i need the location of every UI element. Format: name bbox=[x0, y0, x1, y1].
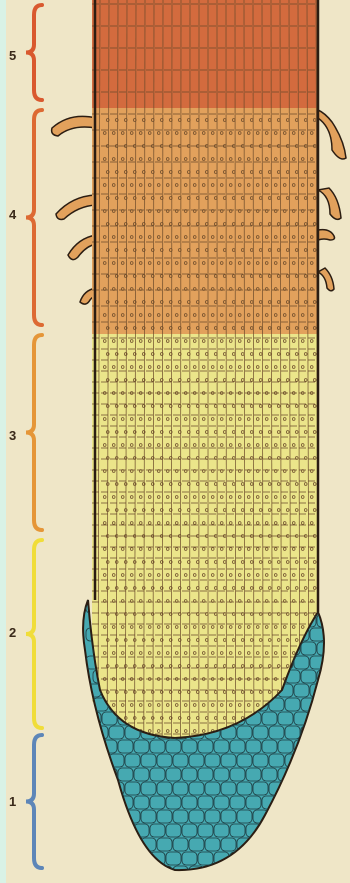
cap-cell bbox=[102, 824, 117, 837]
cap-cell bbox=[333, 754, 348, 767]
zone-brackets bbox=[26, 5, 42, 868]
cap-cell bbox=[118, 852, 133, 865]
cap-cell bbox=[333, 810, 348, 823]
cap-cell bbox=[269, 810, 284, 823]
zone-bracket bbox=[26, 735, 42, 868]
cap-cell bbox=[317, 838, 332, 851]
cap-cell bbox=[221, 866, 236, 879]
cap-cell bbox=[93, 810, 108, 823]
cap-cell bbox=[237, 866, 252, 879]
cap-cell bbox=[205, 866, 220, 879]
cap-cell bbox=[294, 824, 309, 837]
cap-cell bbox=[317, 726, 332, 739]
cap-cell bbox=[333, 698, 348, 711]
cap-cell bbox=[86, 824, 101, 837]
cap-cell bbox=[109, 866, 124, 879]
zone-label-3: 3 bbox=[9, 428, 16, 443]
cap-cell bbox=[310, 712, 325, 725]
cap-cell bbox=[125, 866, 140, 879]
zone-label-2: 2 bbox=[9, 625, 16, 640]
cap-cell bbox=[333, 782, 348, 795]
cap-cell bbox=[93, 782, 108, 795]
cap-cell bbox=[333, 670, 348, 683]
zone-bracket bbox=[26, 5, 42, 100]
cap-cell bbox=[326, 824, 341, 837]
cap-cell bbox=[333, 866, 348, 879]
cap-cell bbox=[109, 838, 124, 851]
cap-cell bbox=[301, 782, 316, 795]
zone-label-1: 1 bbox=[9, 794, 16, 809]
cap-cell bbox=[326, 768, 341, 781]
cap-cell bbox=[317, 698, 332, 711]
cap-cell bbox=[102, 796, 117, 809]
cap-cell bbox=[278, 824, 293, 837]
cap-cell bbox=[134, 852, 149, 865]
cap-cell bbox=[285, 866, 300, 879]
cap-cell bbox=[326, 712, 341, 725]
cap-cell bbox=[86, 740, 101, 753]
cap-cell bbox=[246, 852, 261, 865]
cap-cell bbox=[285, 838, 300, 851]
cap-cell bbox=[301, 838, 316, 851]
cap-cell bbox=[86, 796, 101, 809]
cap-cell bbox=[118, 824, 133, 837]
cap-cell bbox=[294, 796, 309, 809]
cap-cell bbox=[253, 838, 268, 851]
cap-cell bbox=[253, 866, 268, 879]
cap-cell bbox=[278, 796, 293, 809]
cap-cell bbox=[333, 726, 348, 739]
zone-bracket bbox=[26, 110, 42, 325]
cap-cell bbox=[278, 852, 293, 865]
cap-cell bbox=[285, 782, 300, 795]
cell-nucleus bbox=[310, 730, 313, 733]
cap-cell bbox=[326, 600, 341, 613]
cap-cell bbox=[317, 810, 332, 823]
cap-cell bbox=[333, 614, 348, 627]
cap-cell bbox=[93, 754, 108, 767]
root-body bbox=[90, 0, 325, 764]
cap-cell bbox=[285, 810, 300, 823]
cap-cell bbox=[326, 628, 341, 641]
cap-cell bbox=[333, 642, 348, 655]
cap-cell bbox=[93, 838, 108, 851]
cap-cell bbox=[86, 768, 101, 781]
zone-label-4: 4 bbox=[9, 207, 16, 222]
cap-cell bbox=[269, 866, 284, 879]
zone-label-5: 5 bbox=[9, 48, 16, 63]
cap-cell bbox=[301, 754, 316, 767]
zone-bracket bbox=[26, 540, 42, 728]
cap-cell bbox=[301, 866, 316, 879]
cap-cell bbox=[86, 852, 101, 865]
cap-cell bbox=[102, 852, 117, 865]
cap-cell bbox=[262, 824, 277, 837]
cap-cell bbox=[333, 838, 348, 851]
cap-cell bbox=[141, 866, 156, 879]
cap-cell bbox=[301, 810, 316, 823]
cap-cell bbox=[317, 754, 332, 767]
cap-cell bbox=[326, 684, 341, 697]
cap-cell bbox=[310, 796, 325, 809]
cell-nucleus bbox=[313, 717, 316, 720]
cap-cell bbox=[317, 866, 332, 879]
cap-cell bbox=[310, 740, 325, 753]
cap-cell bbox=[326, 656, 341, 669]
cap-cell bbox=[109, 810, 124, 823]
cap-cell bbox=[294, 852, 309, 865]
cap-cell bbox=[310, 852, 325, 865]
cap-cell bbox=[294, 768, 309, 781]
cap-cell bbox=[269, 838, 284, 851]
cap-cell bbox=[310, 824, 325, 837]
cap-cell bbox=[326, 852, 341, 865]
cap-cell bbox=[326, 740, 341, 753]
cap-cell bbox=[317, 782, 332, 795]
cap-cell bbox=[326, 796, 341, 809]
cap-cell bbox=[93, 866, 108, 879]
cap-cell bbox=[310, 768, 325, 781]
cap-cell bbox=[262, 852, 277, 865]
cap-cell bbox=[125, 838, 140, 851]
zone-bracket bbox=[26, 335, 42, 530]
